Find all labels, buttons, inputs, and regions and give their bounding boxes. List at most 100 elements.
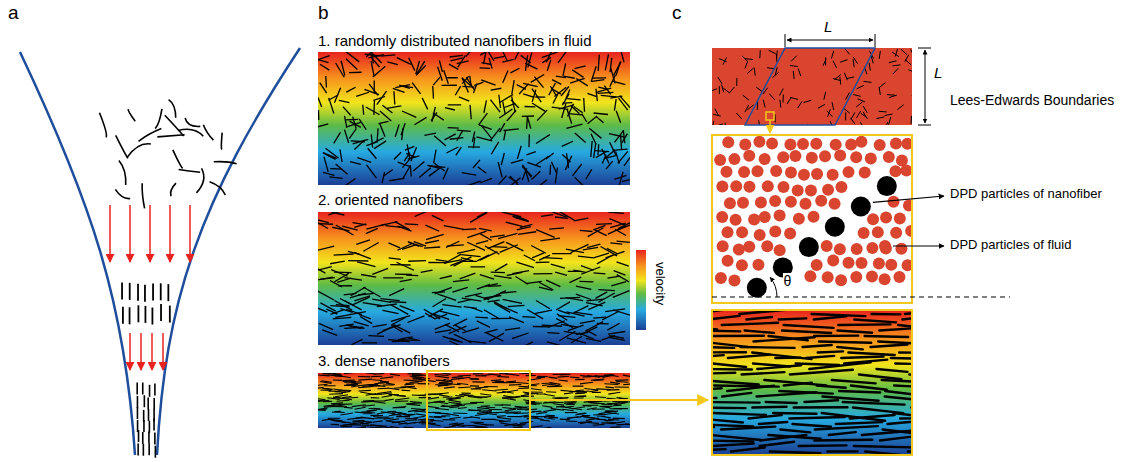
- nanofiber: [371, 134, 372, 147]
- nanofiber: [614, 403, 625, 405]
- nanofiber: [337, 400, 350, 402]
- nanofiber: [756, 87, 762, 92]
- nanofiber: [444, 387, 455, 388]
- nanofiber: [877, 369, 908, 372]
- fluid-particle: [855, 257, 867, 269]
- nanofiber: [453, 319, 467, 326]
- fiber-particle: [799, 237, 819, 257]
- nanofiber: [713, 364, 746, 368]
- nanofiber: [615, 379, 628, 381]
- nanofiber: [344, 116, 346, 128]
- nanofiber: [383, 277, 403, 278]
- nanofiber: [320, 382, 332, 384]
- fluid-particle: [889, 165, 901, 177]
- nanofiber: [457, 130, 471, 131]
- nanofiber: [495, 389, 508, 390]
- fluid-particle: [815, 195, 827, 207]
- nanofiber: [505, 328, 520, 330]
- fluid-particle: [879, 273, 891, 285]
- nanofiber: [441, 406, 455, 408]
- nanofiber: [425, 240, 439, 243]
- nanofiber: [318, 246, 334, 251]
- fluid-particle: [808, 211, 820, 223]
- fluid-particle: [755, 196, 767, 208]
- nanofiber: [531, 246, 546, 254]
- nanofiber: [736, 113, 741, 119]
- nanofiber: [555, 217, 568, 218]
- nanofiber: [360, 392, 373, 394]
- nanofiber: [861, 113, 868, 118]
- nanofiber: [383, 418, 393, 419]
- aligned-fiber: [167, 284, 169, 301]
- curly-fiber: [155, 109, 162, 129]
- nanofiber: [380, 111, 391, 121]
- curly-fiber: [99, 113, 106, 138]
- nanofiber: [435, 376, 449, 378]
- nanofiber: [407, 404, 420, 405]
- aligned-fiber: [138, 305, 140, 322]
- nanofiber: [814, 334, 858, 337]
- nanofiber: [580, 375, 590, 377]
- fluid-particle: [774, 210, 786, 222]
- nanofiber: [474, 423, 487, 425]
- nanofiber: [349, 72, 362, 74]
- nanofiber: [897, 105, 903, 110]
- nanofiber: [516, 383, 528, 384]
- nanofiber: [513, 425, 525, 426]
- nanofiber: [421, 270, 433, 272]
- nanofiber: [546, 391, 556, 393]
- nanofiber: [486, 333, 503, 341]
- nanofiber: [506, 412, 518, 413]
- nanofiber: [516, 262, 534, 268]
- nanofiber: [488, 242, 505, 249]
- nanofiber: [411, 147, 417, 161]
- nanofiber: [835, 75, 841, 80]
- nanofiber: [366, 373, 375, 374]
- nanofiber: [400, 279, 412, 281]
- nanofiber: [401, 386, 415, 388]
- nanofiber: [532, 103, 545, 111]
- nanofiber: [412, 83, 420, 94]
- nanofiber: [481, 419, 495, 420]
- nanofiber: [596, 151, 607, 157]
- nanofiber: [372, 421, 382, 422]
- nanofiber: [595, 292, 607, 298]
- nanofiber: [562, 103, 566, 118]
- nanofiber: [814, 316, 847, 319]
- nanofiber: [439, 395, 449, 397]
- nanofiber: [843, 108, 849, 113]
- nanofiber: [620, 96, 630, 109]
- nanofiber: [373, 324, 387, 326]
- nanofiber: [779, 318, 807, 319]
- dense-fiber: [148, 443, 150, 455]
- curly-fiber: [128, 109, 135, 121]
- nanofiber: [362, 105, 364, 115]
- nanofiber: [602, 312, 618, 320]
- nanofiber: [369, 84, 378, 96]
- nanofiber: [450, 138, 464, 140]
- nanofiber: [502, 407, 512, 409]
- nanofiber: [358, 379, 372, 380]
- nanofiber: [863, 106, 867, 113]
- nanofiber: [377, 128, 378, 142]
- aligned-fiber: [122, 307, 124, 324]
- nanofiber: [406, 403, 416, 404]
- nanofiber: [745, 105, 749, 112]
- nanofiber: [327, 398, 339, 400]
- dense-fiber: [143, 444, 145, 456]
- nanofiber: [471, 379, 480, 380]
- nanofiber: [623, 375, 630, 377]
- nanofiber: [351, 339, 362, 344]
- nanofiber: [362, 342, 377, 343]
- fluid-particle: [843, 257, 855, 269]
- nanofiber: [525, 409, 537, 411]
- nanofiber: [346, 397, 358, 398]
- nanofiber: [596, 88, 611, 92]
- nanofiber: [607, 276, 620, 278]
- nanofiber: [452, 287, 467, 292]
- nanofiber: [336, 164, 348, 174]
- nanofiber: [325, 76, 327, 88]
- nanofiber: [500, 292, 516, 294]
- nanofiber: [507, 416, 521, 417]
- nanofiber: [340, 376, 351, 378]
